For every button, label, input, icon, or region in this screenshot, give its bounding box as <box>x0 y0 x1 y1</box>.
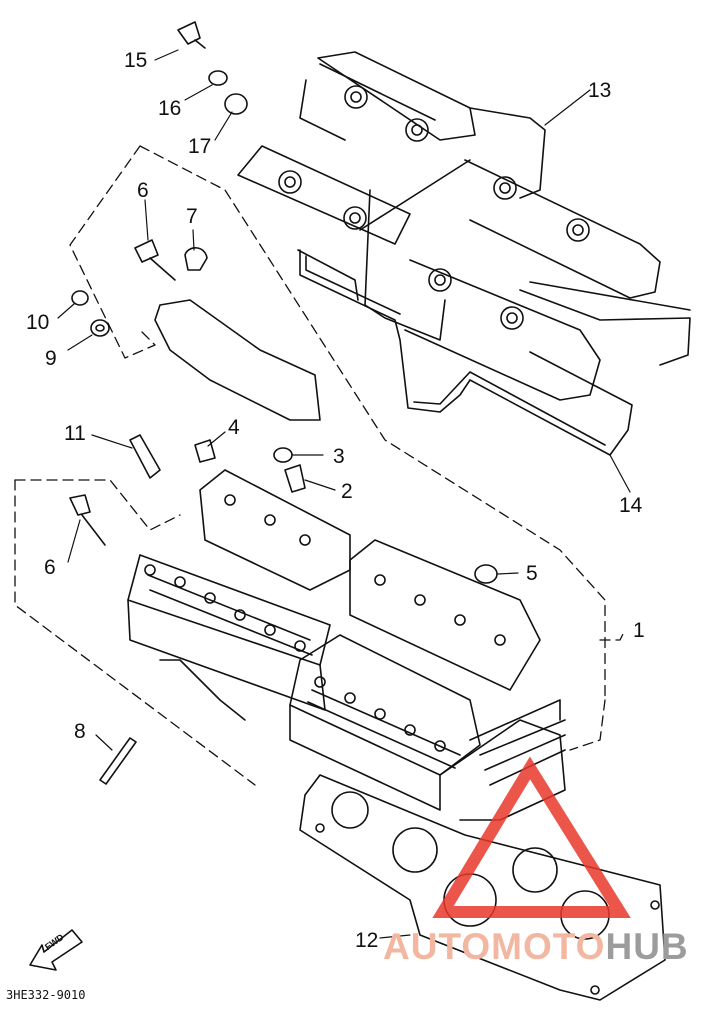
callout-6-lower: 6 <box>44 556 56 579</box>
callout-17: 17 <box>188 135 212 158</box>
callout-6-upper: 6 <box>137 179 149 202</box>
cap-bolt-15 <box>177 21 201 45</box>
plug-7 <box>184 247 208 271</box>
callout-1: 1 <box>633 619 645 642</box>
washer-9 <box>90 319 110 337</box>
callout-12: 12 <box>355 929 379 952</box>
plug-11 <box>129 434 161 479</box>
valve-cover <box>237 51 661 401</box>
assembly-dashed-lines <box>14 145 626 786</box>
callout-5: 5 <box>526 562 538 585</box>
bolt-6-upper <box>134 239 159 263</box>
stud-8 <box>99 737 137 785</box>
watermark-auto: AUTOMOTO <box>383 926 606 967</box>
small-parts <box>69 21 498 785</box>
drawing-code: 3HE332-9010 <box>6 988 86 1002</box>
seal-3 <box>273 447 293 463</box>
dowel-4 <box>194 439 216 463</box>
callout-7: 7 <box>186 205 198 228</box>
guide-2 <box>284 464 306 493</box>
callout-11: 11 <box>64 422 86 445</box>
callout-3: 3 <box>333 445 345 468</box>
nut-10 <box>71 290 89 306</box>
callout-16: 16 <box>158 97 182 120</box>
camshaft-cap <box>154 299 321 421</box>
washer-16 <box>208 70 228 86</box>
callout-10: 10 <box>26 311 50 334</box>
callout-15: 15 <box>124 49 148 72</box>
watermark-hub: HUB <box>605 926 689 967</box>
callout-8: 8 <box>74 720 86 743</box>
leader-lines <box>57 49 631 939</box>
callout-2: 2 <box>341 480 353 503</box>
fwd-arrow-icon <box>29 929 83 971</box>
cylinder-head <box>127 469 566 821</box>
callout-13: 13 <box>588 79 612 102</box>
grommet-17 <box>224 93 248 115</box>
bolt-6-lower <box>69 494 91 516</box>
nut-5 <box>474 564 498 584</box>
callout-9: 9 <box>45 347 57 370</box>
watermark-triangle <box>432 756 631 918</box>
callout-14: 14 <box>619 494 643 517</box>
watermark-text: AUTOMOTOHUB <box>383 928 689 965</box>
callout-4: 4 <box>228 416 240 439</box>
valve-cover-gasket <box>299 249 691 456</box>
